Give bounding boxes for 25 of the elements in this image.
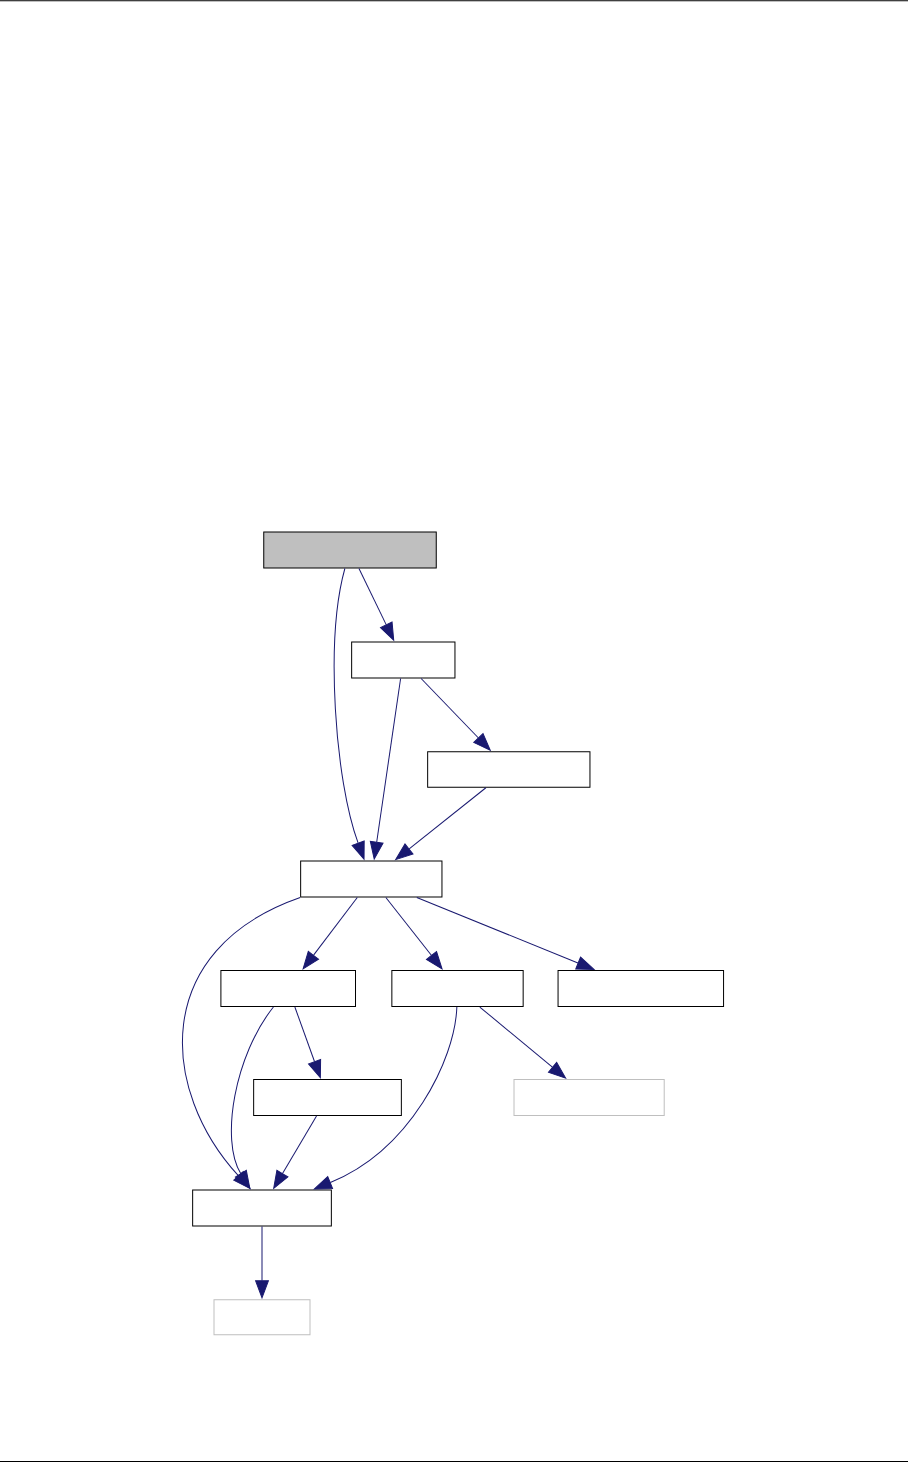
arrow xyxy=(420,678,491,751)
arrow xyxy=(313,1006,458,1190)
node-box xyxy=(253,1079,402,1117)
node-box xyxy=(351,641,456,679)
node-box xyxy=(557,970,725,1007)
node-box xyxy=(300,860,443,898)
arrow xyxy=(479,1006,567,1079)
arrow xyxy=(230,1006,274,1189)
node-box xyxy=(192,1189,332,1227)
node-box xyxy=(213,1299,311,1336)
arrow xyxy=(294,1006,322,1079)
arrow xyxy=(255,1226,269,1299)
arrow xyxy=(302,897,358,970)
node-box xyxy=(263,531,437,569)
arrow xyxy=(369,678,402,860)
arrow xyxy=(385,897,443,970)
node-box xyxy=(391,970,524,1007)
node-box xyxy=(513,1079,665,1117)
arrow xyxy=(416,897,595,970)
node-box xyxy=(427,751,591,788)
node-box xyxy=(220,970,356,1007)
arrow xyxy=(395,787,487,861)
arrow xyxy=(273,1115,318,1189)
arrow xyxy=(358,568,395,641)
arrow xyxy=(333,568,365,860)
